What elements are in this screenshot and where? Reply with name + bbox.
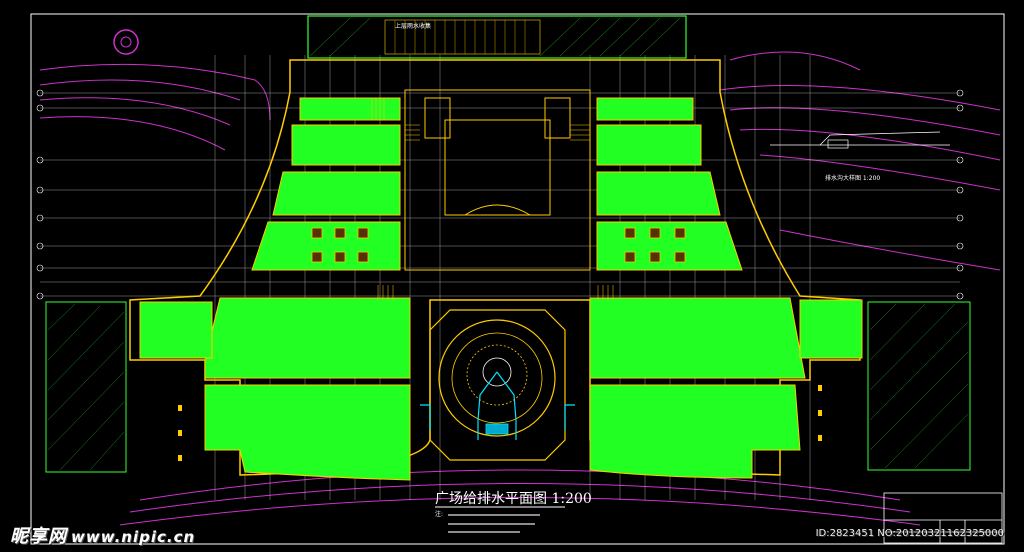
detail-section [770,131,950,149]
right-floor-blocks [589,97,863,479]
notes-heading: 注: [435,510,443,518]
roundabout-inner [120,36,132,48]
detail-caption: 排水沟大样图 1:200 [825,174,880,182]
top-building-hatch [309,17,681,57]
fountain-octagon [429,309,566,461]
top-building [307,15,687,59]
drain-grates [311,227,686,263]
stair-strips [371,98,614,300]
drawing-title: 广场给排水平面图 1:200 [435,491,592,507]
notes-lines [448,514,540,533]
fountain-mid-ring [451,332,543,424]
right-side-hatch [869,303,969,469]
fountain-pump [485,423,509,435]
top-stair [384,19,541,55]
fountain-inner-ring [466,344,528,406]
central-corridor [404,89,591,271]
left-side-hatch [47,303,125,471]
top-label: 上层雨水收集 [395,22,431,30]
axis-bubbles [36,89,964,300]
left-side-building [45,301,127,473]
plaza-outline [129,59,861,476]
watermark-logo-text: 昵享网 [10,526,67,547]
fountain-outer-ring [438,319,556,437]
left-floor-blocks [139,97,411,481]
contour-lines [39,51,1001,526]
title-block [883,492,1003,544]
fountain-pipes [420,371,575,440]
watermark-url: www.nipic.cn [71,528,196,546]
watermark-id: ID:2823451 NO:20120321162325000 [815,528,1004,539]
top-stair-steps [394,20,526,54]
drawing-frame [30,13,1005,545]
fountain-core [482,357,512,387]
roundabout-circle [113,29,139,55]
right-side-building [867,301,971,471]
edge-markers [178,385,822,461]
